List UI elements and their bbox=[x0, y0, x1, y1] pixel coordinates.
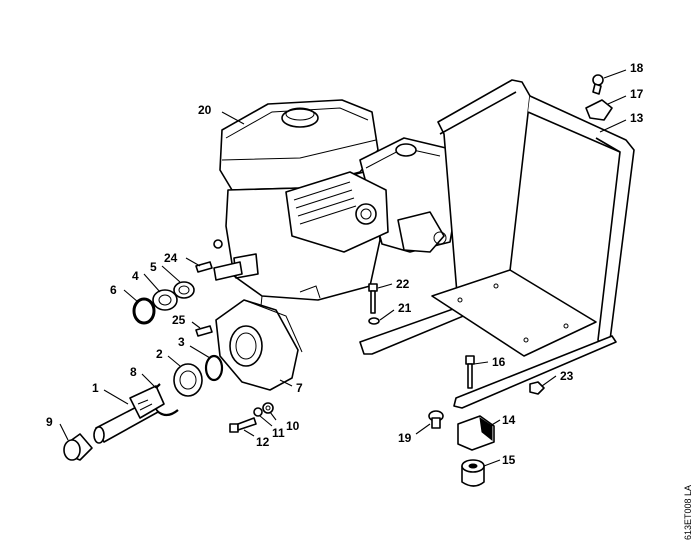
callout-6: 6 bbox=[110, 283, 117, 297]
screw-18 bbox=[592, 74, 604, 95]
engine-assembly bbox=[213, 99, 459, 323]
bearing-2 bbox=[173, 363, 203, 397]
washer-10 bbox=[262, 402, 274, 414]
callout-7: 7 bbox=[296, 381, 303, 395]
callout-labels: 20 18 17 13 24 5 4 6 22 21 25 3 2 8 1 7 … bbox=[46, 61, 644, 467]
callout-9: 9 bbox=[46, 415, 53, 429]
bolt-22 bbox=[368, 283, 378, 314]
callout-3: 3 bbox=[178, 335, 185, 349]
callout-5: 5 bbox=[150, 260, 157, 274]
callout-18: 18 bbox=[630, 61, 644, 75]
callout-12: 12 bbox=[256, 435, 270, 449]
callout-13: 13 bbox=[630, 111, 644, 125]
callout-2: 2 bbox=[156, 347, 163, 361]
ring-4 bbox=[152, 289, 178, 311]
callout-11: 11 bbox=[272, 426, 285, 440]
callout-14: 14 bbox=[502, 413, 516, 427]
bush-15 bbox=[461, 459, 485, 487]
frame-tube bbox=[359, 79, 635, 409]
shaft-1 bbox=[93, 385, 165, 444]
callout-19: 19 bbox=[398, 431, 412, 445]
callout-16: 16 bbox=[492, 355, 506, 369]
drawing-code: 613ET008 LA bbox=[683, 485, 693, 540]
callout-10: 10 bbox=[286, 419, 300, 433]
callout-8: 8 bbox=[130, 365, 137, 379]
callout-15: 15 bbox=[502, 453, 516, 467]
washer-11 bbox=[253, 407, 263, 417]
nut-23 bbox=[529, 381, 545, 395]
clamp-17 bbox=[585, 99, 613, 121]
pin-24 bbox=[195, 261, 213, 273]
callout-23: 23 bbox=[560, 369, 574, 383]
leader-lines bbox=[59, 69, 627, 467]
plug-19 bbox=[428, 410, 444, 429]
o-ring-6 bbox=[132, 297, 156, 325]
callout-25: 25 bbox=[172, 313, 186, 327]
washer-21 bbox=[368, 317, 380, 325]
callout-21: 21 bbox=[398, 301, 412, 315]
callout-24: 24 bbox=[164, 251, 178, 265]
callout-20: 20 bbox=[198, 103, 212, 117]
sleeve-9 bbox=[63, 433, 93, 461]
bolt-12 bbox=[229, 417, 257, 433]
callout-1: 1 bbox=[92, 381, 99, 395]
callout-4: 4 bbox=[132, 269, 139, 283]
ring-3 bbox=[204, 354, 224, 382]
pin-25 bbox=[195, 325, 213, 337]
pump-housing-7 bbox=[215, 299, 303, 391]
bearing-5 bbox=[173, 281, 195, 299]
callout-17: 17 bbox=[630, 87, 644, 101]
callout-22: 22 bbox=[396, 277, 410, 291]
bolt-16 bbox=[465, 355, 475, 389]
